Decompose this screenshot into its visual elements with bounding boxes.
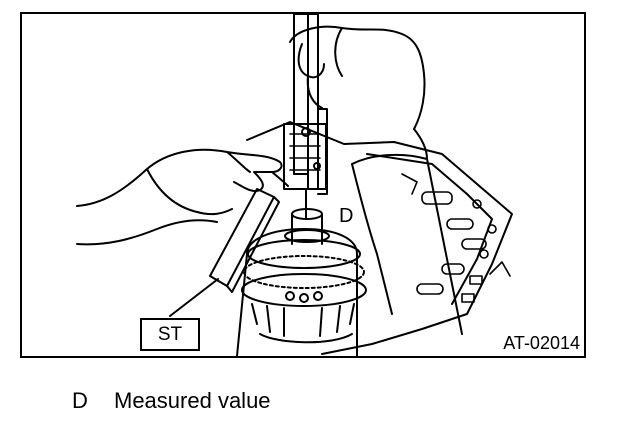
drum-rim-2 xyxy=(243,255,365,289)
special-tool-label: ST xyxy=(157,323,183,345)
drum-rim-1 xyxy=(247,239,361,269)
right-hand xyxy=(289,25,426,130)
legend-text: Measured value xyxy=(114,388,271,413)
drum-rim-3 xyxy=(241,273,367,307)
figure-id: AT-02014 xyxy=(503,333,580,353)
measuring-point-label: D xyxy=(339,205,354,227)
left-hand xyxy=(76,148,283,246)
transmission-drum-left xyxy=(236,253,248,356)
legend: D Measured value xyxy=(72,390,271,412)
leader-line xyxy=(169,278,219,317)
drum-lower-detail xyxy=(259,333,353,344)
valve-body-passages xyxy=(401,173,511,303)
illustration xyxy=(76,14,513,356)
drum-splines xyxy=(251,303,355,337)
depth-gauge xyxy=(283,14,328,220)
transmission-drum-outline xyxy=(246,228,358,356)
hub xyxy=(291,213,323,245)
valve-body-outline xyxy=(246,121,513,355)
legend-key: D xyxy=(72,388,88,413)
right-arm xyxy=(351,153,463,335)
figure-frame: ST D AT-02014 xyxy=(20,12,586,358)
special-tool-callout: ST xyxy=(140,318,200,351)
